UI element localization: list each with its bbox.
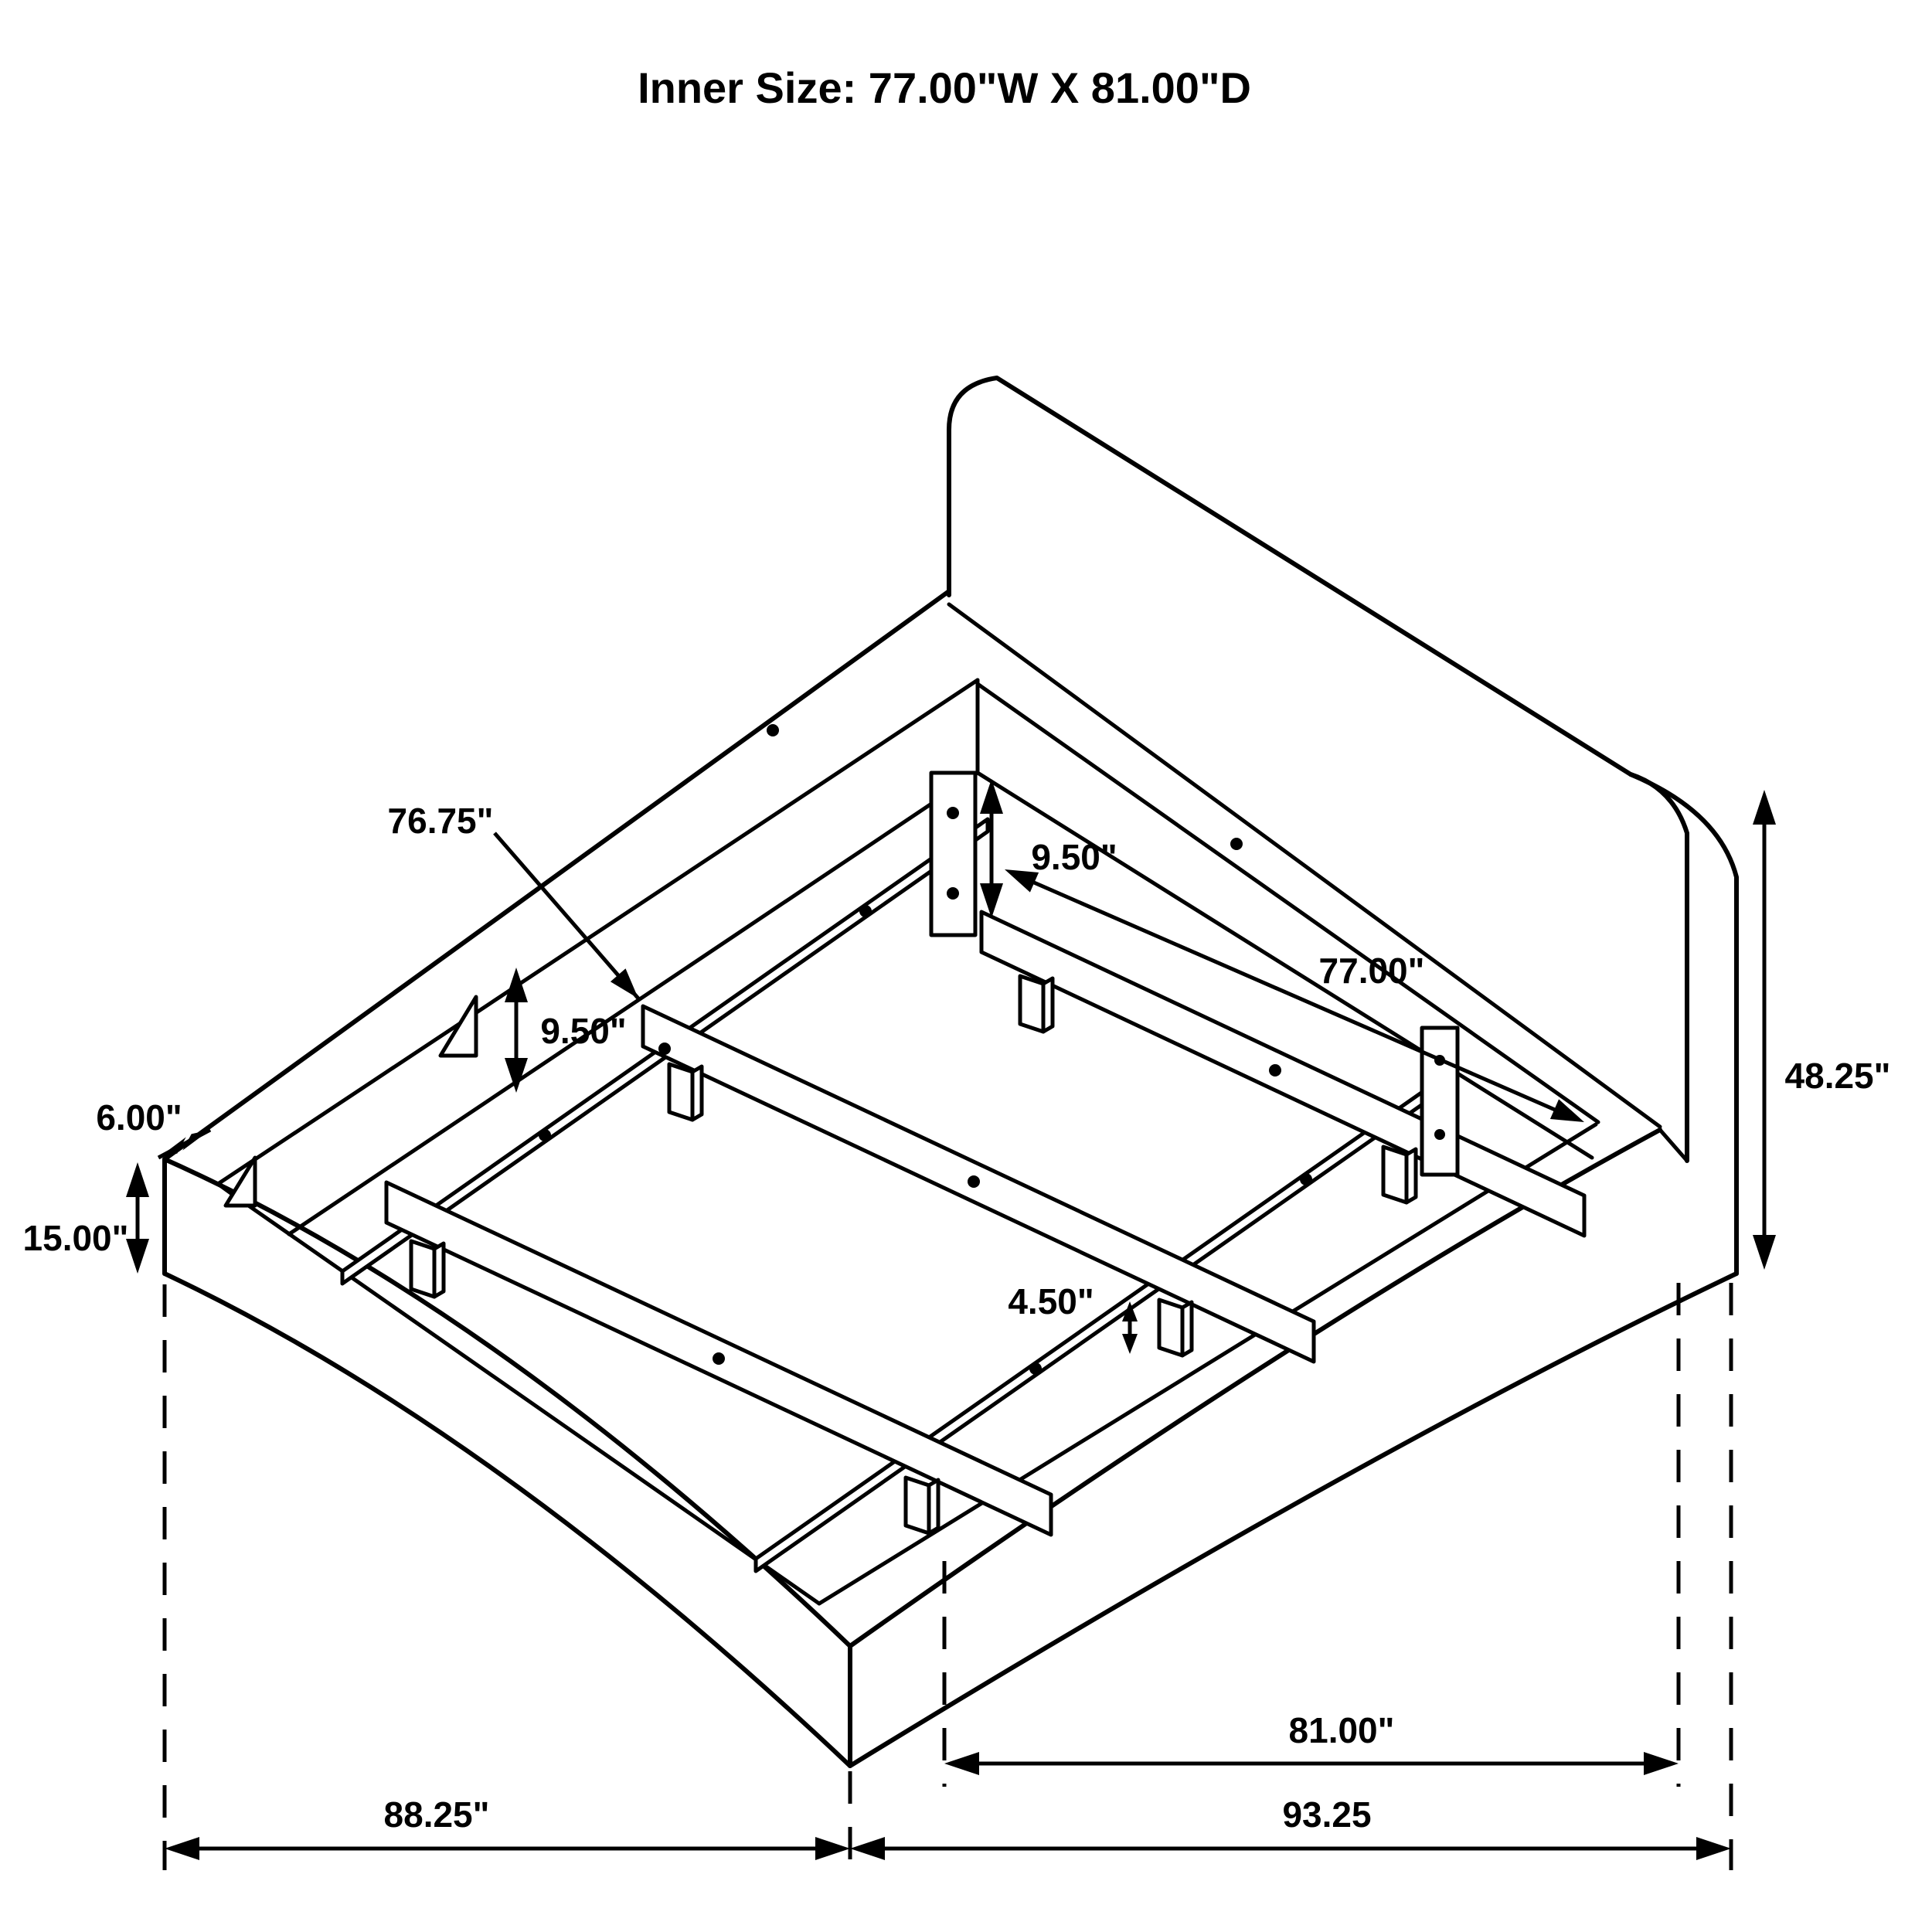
arrowhead — [1753, 790, 1776, 825]
dim-rail-top-width-label: 6.00" — [96, 1097, 182, 1138]
dim-outer-width-label: 88.25" — [384, 1794, 490, 1835]
west-inner-corner — [216, 1182, 234, 1196]
headboard-frame-junction-outer — [947, 602, 1662, 1129]
front-right-rail-inner-edge — [817, 1122, 1598, 1606]
screw-dot — [1230, 838, 1243, 850]
dim-headboard-height-label: 48.25" — [1785, 1056, 1891, 1096]
arrowhead — [505, 1058, 528, 1093]
arrowhead — [980, 883, 1003, 918]
arrowhead — [182, 1130, 210, 1151]
frame — [162, 589, 1739, 1768]
screw-dot — [767, 724, 779, 736]
leg-side — [1404, 1147, 1418, 1205]
arrowhead — [1753, 1235, 1776, 1270]
support-legs — [409, 974, 1418, 1536]
screws — [539, 724, 1445, 1375]
leg — [903, 1475, 931, 1536]
leg-side — [1041, 976, 1055, 1034]
leg — [1018, 974, 1046, 1034]
headboard-frame-junction-inner — [975, 682, 1600, 1124]
brackets — [223, 770, 1460, 1208]
front-right-rail-bottom-edge — [848, 1271, 1739, 1768]
arrowhead — [1696, 1837, 1731, 1860]
leg-side — [1180, 1300, 1194, 1358]
arrowhead — [610, 968, 638, 998]
headboard — [947, 376, 1739, 1276]
arrowhead — [126, 1239, 149, 1274]
back-left-rail-inner-edge — [216, 678, 980, 1186]
corner-bracket — [438, 995, 478, 1058]
arrowhead — [1122, 1334, 1138, 1354]
screw-dot — [947, 887, 959, 900]
dim-bracket-height-label: 9.50" — [1031, 837, 1117, 877]
leg — [409, 1239, 437, 1299]
arrowhead — [1005, 869, 1039, 893]
arrowhead — [944, 1752, 979, 1775]
headboard-bracket-left — [929, 770, 978, 937]
arrowhead — [850, 1837, 885, 1860]
back-left-inner-wall-bottom — [287, 770, 980, 1236]
arrowhead — [1644, 1752, 1679, 1775]
screw-dot — [658, 1043, 671, 1055]
headboard-outline — [947, 376, 1739, 1276]
arrowhead — [505, 968, 528, 1002]
leg-side — [690, 1064, 704, 1122]
dim-inner-width-line — [1033, 880, 1556, 1112]
rail-headboard-notch — [1658, 1128, 1689, 1163]
dim-frame-height-label: 15.00" — [23, 1218, 129, 1258]
screw-dot — [947, 807, 959, 819]
screw-dot — [1300, 1173, 1312, 1185]
back-left-rail-outer-edge — [162, 589, 951, 1162]
dim-slat-length-leader — [493, 832, 640, 1000]
screw-dot — [859, 905, 872, 917]
center-rail-right — [753, 1078, 1441, 1573]
screw-dot — [539, 1129, 551, 1141]
dim-leg-height-label: 4.50" — [1008, 1281, 1094, 1321]
dimensions: 76.75" 9.50" 9.50" 77.00" 48.25" 6.00" 1… — [23, 779, 1891, 1870]
leg-side — [927, 1478, 940, 1536]
diagram-title: Inner Size: 77.00"W X 81.00"D — [638, 63, 1251, 112]
screw-dot — [1029, 1362, 1042, 1375]
front-left-rail-bottom-edge — [162, 1271, 852, 1768]
dim-outer-depth-label: 93.25 — [1282, 1794, 1371, 1835]
dim-rail-inner-height-label: 9.50" — [540, 1011, 626, 1051]
leg — [667, 1062, 695, 1122]
leg — [1157, 1298, 1185, 1358]
arrowhead — [158, 1137, 186, 1158]
arrowhead — [126, 1162, 149, 1197]
arrowhead — [815, 1837, 850, 1860]
headboard-inner-wall-bottom — [975, 770, 1594, 1160]
front-left-rail-top-edge — [162, 1157, 852, 1648]
dim-inner-depth-label: 81.00" — [1289, 1710, 1395, 1750]
leg-side — [432, 1241, 446, 1299]
arrowhead — [165, 1837, 199, 1860]
arrowhead — [1122, 1301, 1138, 1321]
dim-inner-width-label: 77.00" — [1319, 951, 1425, 991]
leg — [1381, 1145, 1409, 1205]
headboard-front-right-edge — [1628, 772, 1689, 1163]
arrowhead — [1549, 1099, 1584, 1122]
corner-bracket — [223, 1155, 257, 1208]
arrowhead — [980, 779, 1003, 814]
foot-rail-inner-edge — [230, 1192, 821, 1606]
screw-dot — [968, 1175, 980, 1188]
dim-slat-length-label: 76.75" — [388, 801, 494, 841]
screw-dot — [1269, 1064, 1281, 1077]
screw-dot — [1434, 1129, 1445, 1140]
slat-back — [979, 910, 1587, 1238]
screw-dot — [713, 1352, 725, 1365]
headboard-bracket-right — [1420, 1026, 1460, 1177]
